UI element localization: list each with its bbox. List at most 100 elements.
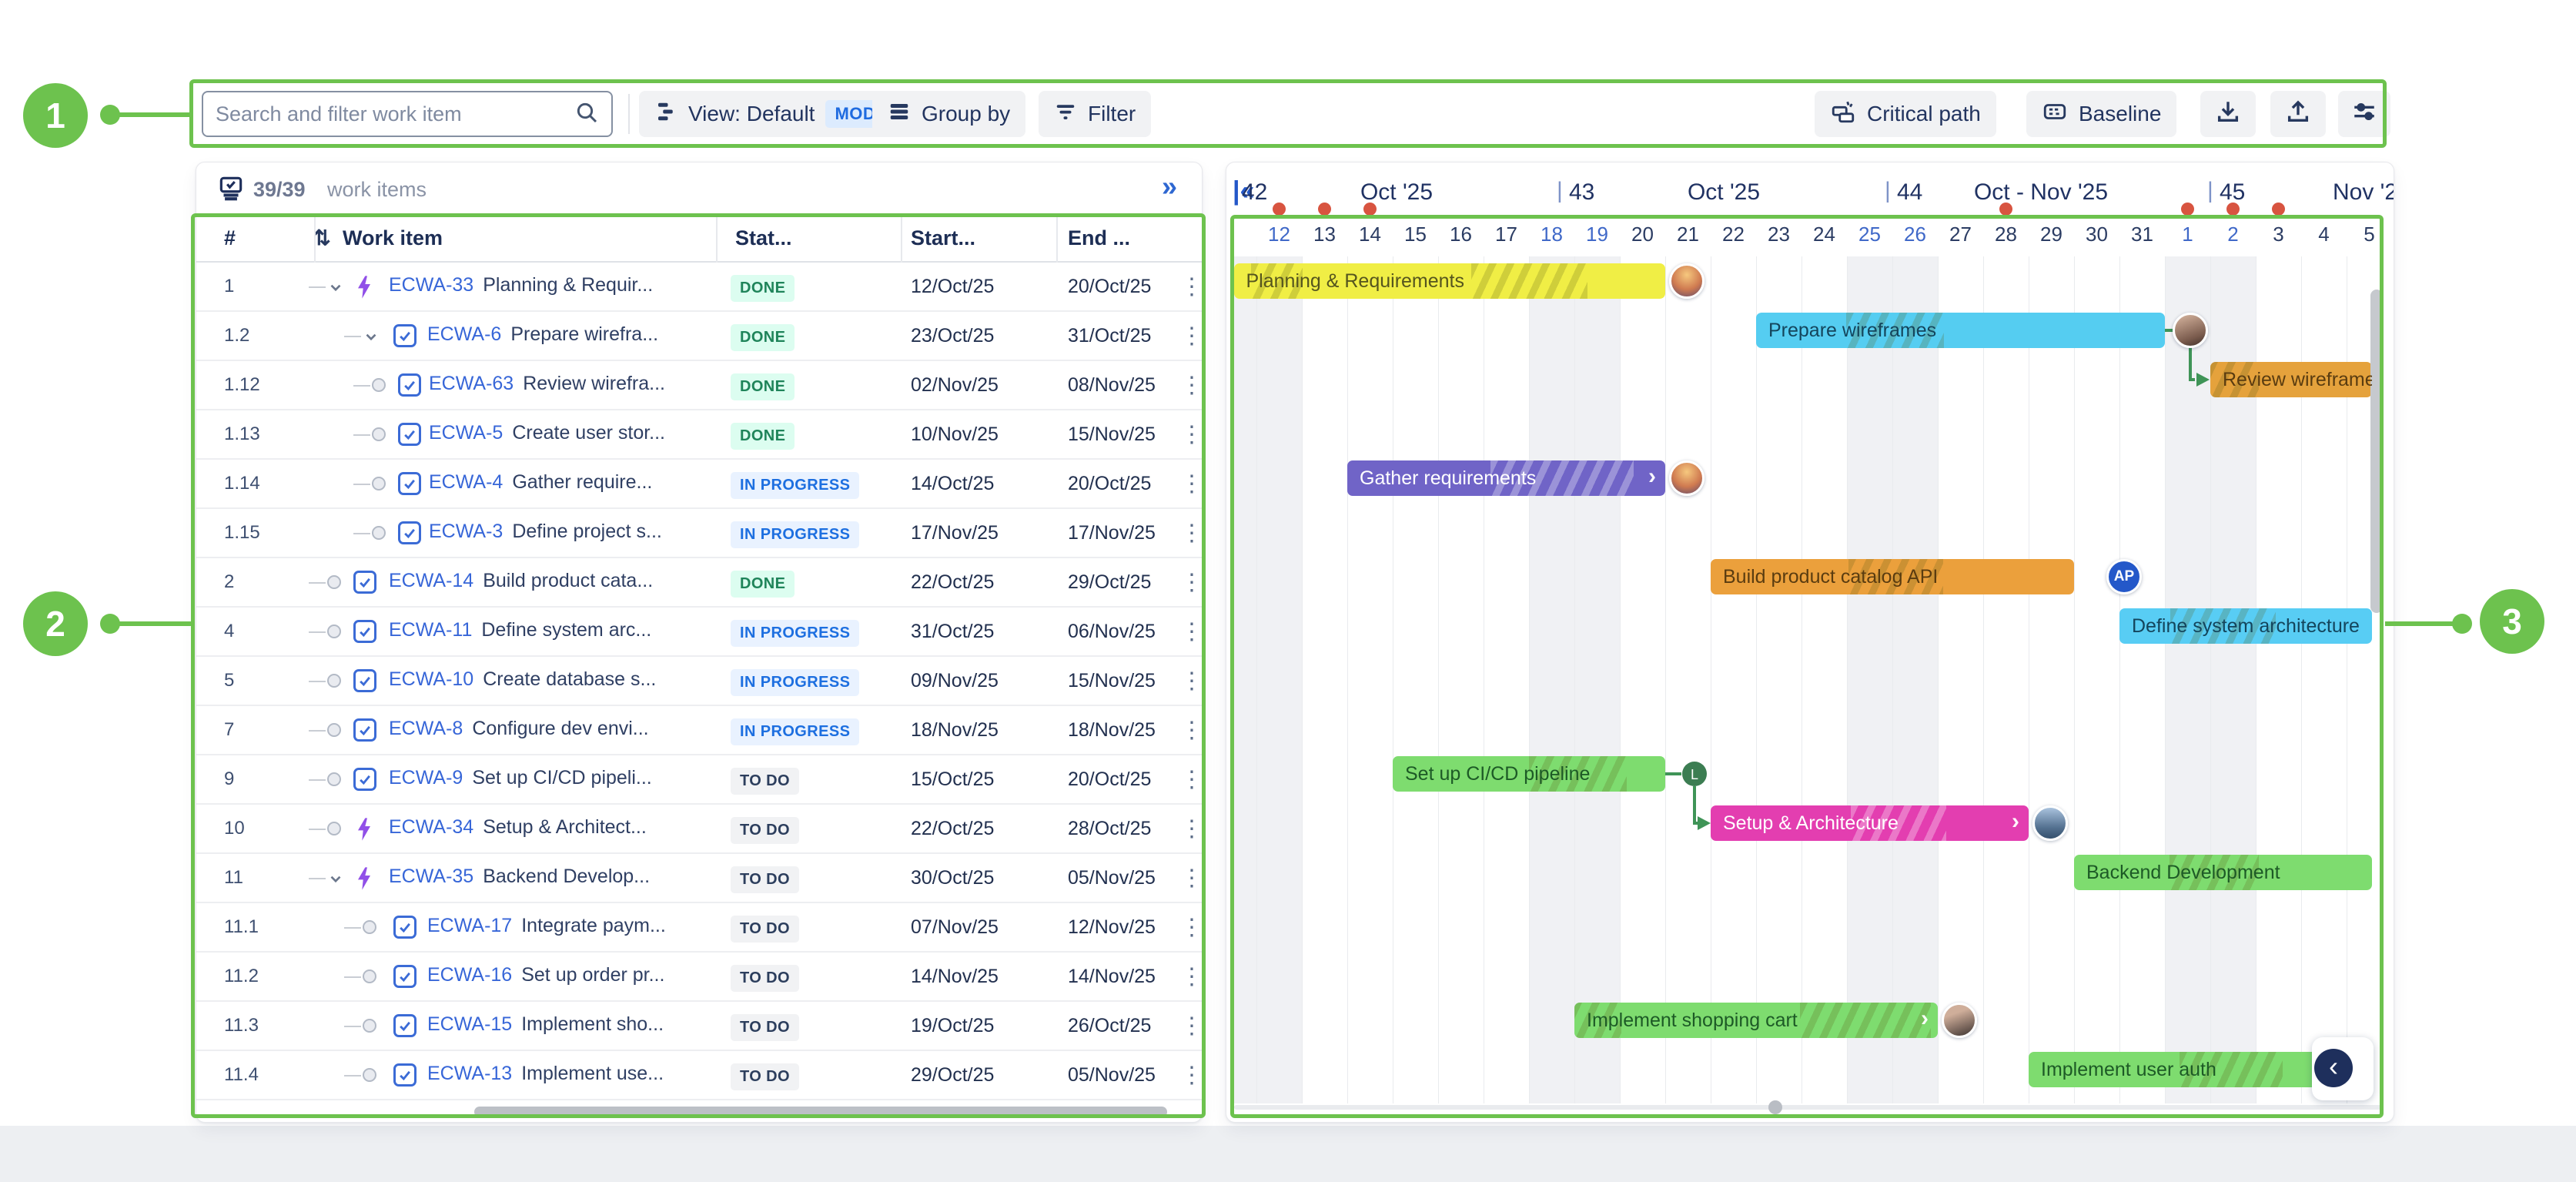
row-menu-icon[interactable]: ⋮ [1180,471,1203,497]
work-item-key[interactable]: ECWA-6 [427,323,502,345]
table-row[interactable]: 11.1 ECWA-17 Integrate paym... TO DO 07/… [196,903,1202,953]
row-menu-icon[interactable]: ⋮ [1180,422,1203,447]
row-menu-icon[interactable]: ⋮ [1180,816,1203,842]
table-row[interactable]: 1.14 ECWA-4 Gather require... IN PROGRES… [196,460,1202,509]
table-row[interactable]: 11.3 ECWA-15 Implement sho... TO DO 19/O… [196,1002,1202,1051]
status-badge[interactable]: DONE [731,373,795,400]
gantt-horizontal-scrollbar-knob[interactable] [1768,1100,1782,1114]
work-item-key[interactable]: ECWA-3 [429,521,503,542]
row-menu-icon[interactable]: ⋮ [1180,964,1203,989]
scroll-back-button[interactable]: ‹ [2314,1049,2353,1087]
status-badge[interactable]: IN PROGRESS [731,521,860,548]
gantt-bar[interactable]: Build product catalog API [1711,559,2074,594]
status-badge[interactable]: TO DO [731,866,799,893]
status-badge[interactable]: TO DO [731,1014,799,1041]
table-row[interactable]: 9 ECWA-9 Set up CI/CD pipeli... TO DO 15… [196,755,1202,805]
table-row[interactable]: 1.12 ECWA-63 Review wirefra... DONE 02/N… [196,361,1202,410]
grid-line [1620,256,1621,1103]
row-menu-icon[interactable]: ⋮ [1180,373,1203,398]
gantt-vertical-scrollbar[interactable] [2370,290,2383,613]
table-row[interactable]: 1.15 ECWA-3 Define project s... IN PROGR… [196,509,1202,558]
scroll-to-start-icon[interactable]: |« [1233,176,1255,206]
work-item-key[interactable]: ECWA-17 [427,915,513,936]
table-row[interactable]: 1.13 ECWA-5 Create user stor... DONE 10/… [196,410,1202,460]
work-item-key[interactable]: ECWA-63 [429,373,514,394]
table-row[interactable]: 11.2 ECWA-16 Set up order pr... TO DO 14… [196,953,1202,1002]
table-row[interactable]: 11.4 ECWA-13 Implement use... TO DO 29/O… [196,1051,1202,1100]
gantt-bar[interactable]: Gather requirements › [1347,460,1665,496]
work-item-key[interactable]: ECWA-10 [389,668,474,690]
status-badge[interactable]: TO DO [731,817,799,844]
status-badge[interactable]: IN PROGRESS [731,472,860,499]
gantt-bar[interactable]: Backend Development [2074,855,2372,890]
row-menu-icon[interactable]: ⋮ [1180,1013,1203,1039]
row-menu-icon[interactable]: ⋮ [1180,767,1203,792]
status-badge[interactable]: IN PROGRESS [731,620,860,647]
import-upload-button[interactable] [2270,91,2326,137]
work-item-key[interactable]: ECWA-13 [427,1063,513,1084]
work-item-title: Gather require... [512,471,653,493]
row-menu-icon[interactable]: ⋮ [1180,274,1203,300]
row-menu-icon[interactable]: ⋮ [1180,718,1203,743]
table-row[interactable]: 1 ECWA-33 Planning & Requir... DONE 12/O… [196,263,1202,312]
critical-path-button[interactable]: Critical path [1815,91,1996,137]
row-menu-icon[interactable]: ⋮ [1180,668,1203,694]
work-item-key[interactable]: ECWA-8 [389,718,463,739]
row-menu-icon[interactable]: ⋮ [1180,323,1203,349]
table-row[interactable]: 5 ECWA-10 Create database s... IN PROGRE… [196,657,1202,706]
work-item-key[interactable]: ECWA-34 [389,816,474,838]
work-item-key[interactable]: ECWA-35 [389,866,474,887]
status-badge[interactable]: DONE [731,275,795,302]
filter-button[interactable]: Filter [1039,91,1152,137]
gantt-bar[interactable]: Set up CI/CD pipeline [1393,756,1665,792]
work-item-key[interactable]: ECWA-4 [429,471,503,493]
group-by-button[interactable]: Group by [872,91,1026,137]
table-row[interactable]: 1.2 ECWA-6 Prepare wirefra... DONE 23/Oc… [196,312,1202,361]
sort-icon[interactable]: ⇅ [313,226,331,249]
gantt-horizontal-scrollbar-track[interactable] [1234,1105,2383,1110]
gantt-bar[interactable]: Prepare wireframes [1756,313,2165,348]
table-horizontal-scrollbar[interactable] [474,1107,1167,1117]
status-badge[interactable]: IN PROGRESS [731,669,860,696]
gantt-bar[interactable]: Define system architecture [2119,608,2372,644]
row-menu-icon[interactable]: ⋮ [1180,521,1203,546]
search-input[interactable]: Search and filter work item [202,91,613,137]
work-item-key[interactable]: ECWA-15 [427,1013,513,1035]
status-badge[interactable]: DONE [731,423,795,450]
status-badge[interactable]: TO DO [731,1063,799,1090]
status-badge[interactable]: TO DO [731,916,799,943]
row-menu-icon[interactable]: ⋮ [1180,915,1203,940]
chevron-down-icon[interactable] [363,329,380,350]
status-badge[interactable]: TO DO [731,965,799,992]
row-menu-icon[interactable]: ⋮ [1180,619,1203,645]
status-badge[interactable]: TO DO [731,768,799,795]
export-download-button[interactable] [2200,91,2256,137]
work-item-key[interactable]: ECWA-5 [429,422,503,444]
work-item-key[interactable]: ECWA-16 [427,964,513,986]
row-menu-icon[interactable]: ⋮ [1180,866,1203,891]
status-badge[interactable]: DONE [731,324,795,351]
baseline-button[interactable]: Baseline [2026,91,2177,137]
table-row[interactable]: 2 ECWA-14 Build product cata... DONE 22/… [196,558,1202,608]
work-item-key[interactable]: ECWA-14 [389,570,474,591]
gantt-bar[interactable]: Setup & Architecture › [1711,805,2029,841]
settings-sliders-button[interactable] [2338,91,2390,137]
table-row[interactable]: 11 ECWA-35 Backend Develop... TO DO 30/O… [196,854,1202,903]
gantt-bar[interactable]: Review wireframes [2210,362,2372,397]
work-item-key[interactable]: ECWA-9 [389,767,463,789]
row-menu-icon[interactable]: ⋮ [1180,570,1203,595]
day-number: 22 [1722,223,1745,246]
row-menu-icon[interactable]: ⋮ [1180,1063,1203,1088]
status-badge[interactable]: IN PROGRESS [731,718,860,745]
table-row[interactable]: 4 ECWA-11 Define system arc... IN PROGRE… [196,608,1202,657]
work-item-key[interactable]: ECWA-33 [389,274,474,296]
gantt-bar[interactable]: Implement shopping cart › [1574,1003,1938,1038]
chevron-down-icon[interactable] [327,280,344,300]
gantt-bar[interactable]: Planning & Requirements [1233,263,1665,299]
table-row[interactable]: 10 ECWA-34 Setup & Architect... TO DO 22… [196,805,1202,854]
table-row[interactable]: 7 ECWA-8 Configure dev envi... IN PROGRE… [196,706,1202,755]
chevron-down-icon[interactable] [327,871,344,892]
status-badge[interactable]: DONE [731,571,795,598]
work-item-key[interactable]: ECWA-11 [389,619,473,641]
expand-panel-icon[interactable]: » [1162,170,1178,202]
